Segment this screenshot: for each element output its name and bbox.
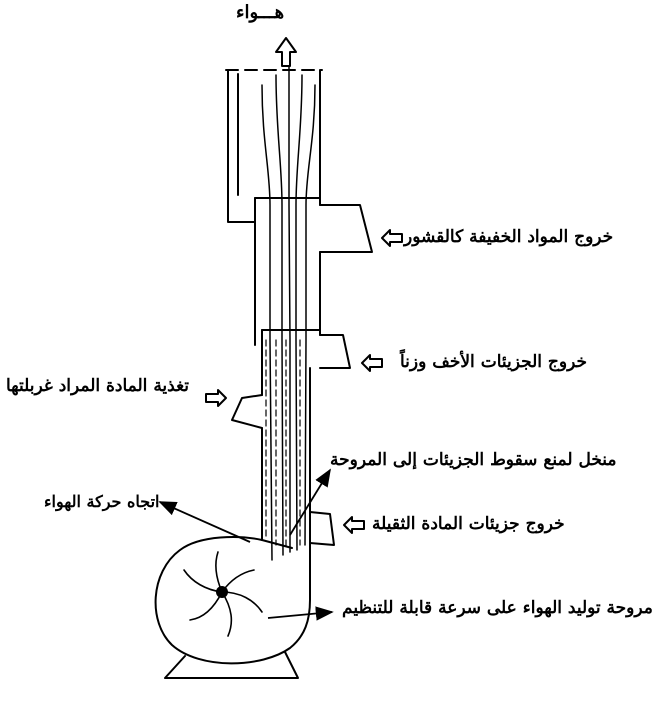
solid-arrow-icon <box>289 468 331 536</box>
hollow-arrow-left-icon <box>361 354 383 372</box>
lighter-exit-label: خروج الجزيئات الأخف وزناً <box>400 352 587 372</box>
middle-column <box>254 197 321 346</box>
hollow-arrow-right-icon <box>205 389 227 407</box>
upper-chamber <box>225 69 323 223</box>
solid-arrow-icon <box>267 606 334 621</box>
hollow-arrow-up-icon <box>275 37 297 67</box>
fan-housing <box>154 509 311 665</box>
husk-exit-label: خروج المواد الخفيفة كالقشور <box>404 227 614 247</box>
husk-outlet-duct <box>319 204 373 253</box>
mesh-label: منخل لمنع سقوط الجزيئات إلى المروحة <box>330 450 617 470</box>
solid-arrow-icon <box>158 501 251 543</box>
heavy-outlet-duct <box>309 511 335 546</box>
air-label: هـــواء <box>236 2 285 23</box>
hollow-arrow-left-icon <box>343 516 365 534</box>
fan-label: مروحة توليد الهواء على سرعة قابلة للتنظي… <box>342 598 653 618</box>
feed-label: تغذية المادة المراد غربلتها <box>6 376 190 396</box>
air-direction-label: اتجاه حركة الهواء <box>44 492 160 511</box>
hollow-arrow-left-icon <box>381 229 403 247</box>
mesh-screen <box>265 339 301 549</box>
lighter-outlet-duct <box>319 334 351 369</box>
air-flow-lines <box>261 59 316 561</box>
fan-hub <box>216 586 228 598</box>
heavy-exit-label: خروج جزيئات المادة الثقيلة <box>372 514 565 534</box>
feed-inlet-duct <box>231 394 263 429</box>
fan-base <box>164 651 299 679</box>
lower-column <box>261 329 321 541</box>
